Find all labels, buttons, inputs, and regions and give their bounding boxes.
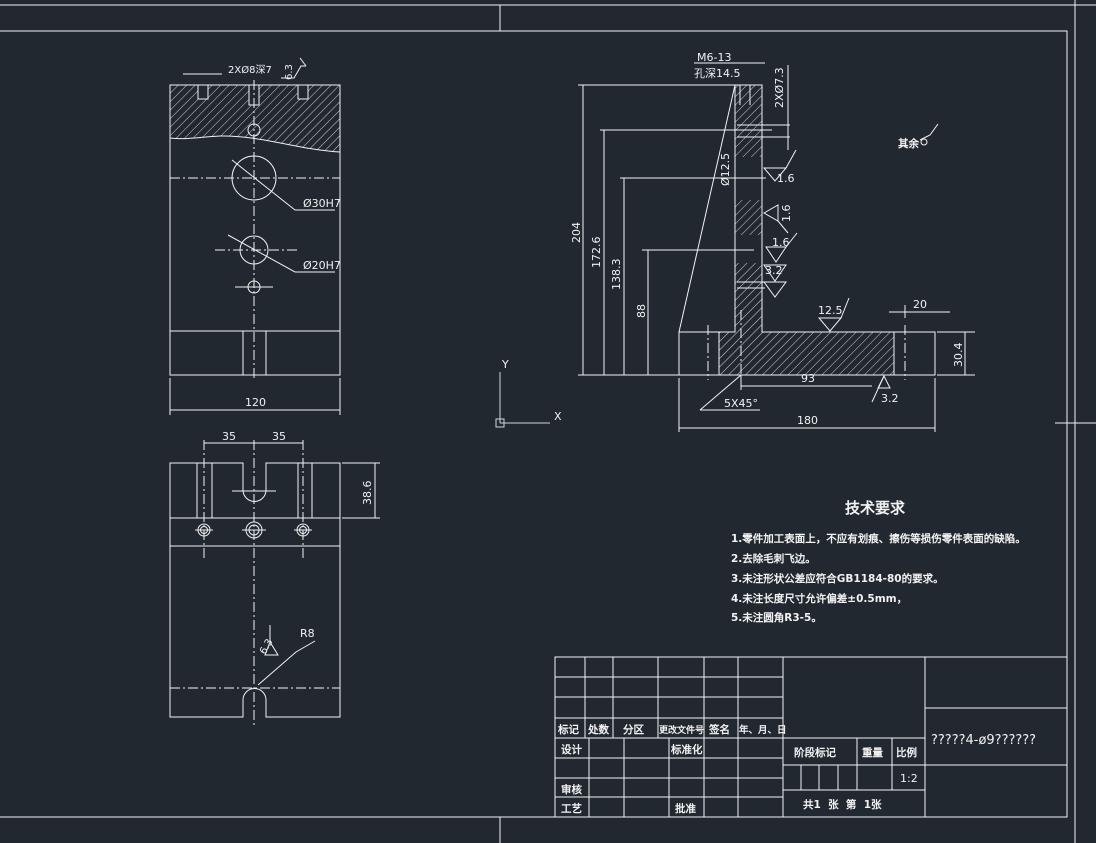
tb-mark: 标记 [557,723,579,736]
dia30-label: Ø30H7 [303,197,341,210]
tb-date: 年、月、日 [739,724,787,736]
tb-sheets: 共1 张 第 1张 [803,798,882,811]
dim-20: 20 [913,298,927,311]
tb-weight: 重量 [862,746,883,759]
roughness-6: 3.2 [881,392,899,405]
tech-item: 5.未注圆角R3-5。 [731,611,822,624]
dim-88: 88 [635,304,648,318]
chamfer-label: 5X45° [724,397,758,410]
technical-requirements: 技术要求 1.零件加工表面上，不应有划痕、擦伤等损伤零件表面的缺陷。 2.去除毛… [731,499,1026,624]
tech-item: 1.零件加工表面上，不应有划痕、擦伤等损伤零件表面的缺陷。 [731,532,1026,545]
tb-doc: 更改文件号 [659,724,704,736]
tech-title: 技术要求 [845,499,906,517]
tb-process: 工艺 [561,802,582,815]
roughness-label: 6.3 [284,64,295,80]
tb-design: 设计 [561,743,582,756]
holes-label: 2XØ7.3 [773,67,786,108]
tb-scale: 1:2 [900,772,918,785]
dim-35-right: 35 [272,430,286,443]
axis-y-label: Y [501,358,509,371]
ucs-icon: Y X [495,358,562,428]
tech-item: 2.去除毛刺飞边。 [731,552,816,565]
hole-depth-label: 孔深14.5 [694,67,741,80]
tb-review: 审核 [561,783,582,796]
roughness-1: 1.6 [777,172,795,185]
tb-approve: 批准 [675,802,696,815]
front-view: 2XØ8深7 6.3 Ø30H7 Ø20H7 120 [169,57,341,415]
title-block: 标记 处数 分区 更改文件号 签名 年、月、日 设计 标准化 审核 工艺 批准 … [554,656,1068,818]
dia-12-5: Ø12.5 [719,153,732,186]
roughness-4: 3.2 [765,264,783,277]
tb-standard: 标准化 [670,743,703,756]
tb-count: 处数 [587,723,609,736]
dim-180: 180 [797,414,818,427]
dim-204: 204 [570,222,583,243]
roughness-3: 1.6 [772,236,790,249]
axis-x-label: X [554,410,562,423]
rest-roughness-label: 其余 [898,137,919,150]
tb-scale-label: 比例 [896,746,917,759]
tb-sign: 签名 [708,723,730,736]
tech-item: 4.未注长度尺寸允许偏差±0.5mm， [731,592,907,605]
tech-item: 3.未注形状公差应符合GB1184-80的要求。 [731,572,944,585]
roughness-6-3: 6.3 [258,637,275,656]
dim-30-4: 30.4 [952,343,965,368]
dim-172-6: 172.6 [590,237,603,269]
dim-138-3: 138.3 [610,259,623,291]
dim-38-6: 38.6 [361,481,374,506]
side-section-view: M6-13 孔深14.5 2XØ7.3 Ø12.5 204 172.6 138.… [570,51,975,432]
dim-35-left: 35 [222,430,236,443]
tb-zone: 分区 [623,723,644,736]
hole-note: 2XØ8深7 [228,64,272,76]
dim-93: 93 [801,372,815,385]
width-120-label: 120 [245,396,266,409]
tb-drawing-number: ?????4-ø9?????? [931,733,1036,748]
dia20-label: Ø20H7 [303,259,341,272]
tb-stage: 阶段标记 [794,746,836,759]
roughness-2: 1.6 [780,205,793,223]
top-view: 35 35 38.6 R8 6.3 [169,430,380,725]
roughness-5: 12.5 [818,304,843,317]
thread-label: M6-13 [697,51,731,64]
radius-r8: R8 [300,627,315,640]
